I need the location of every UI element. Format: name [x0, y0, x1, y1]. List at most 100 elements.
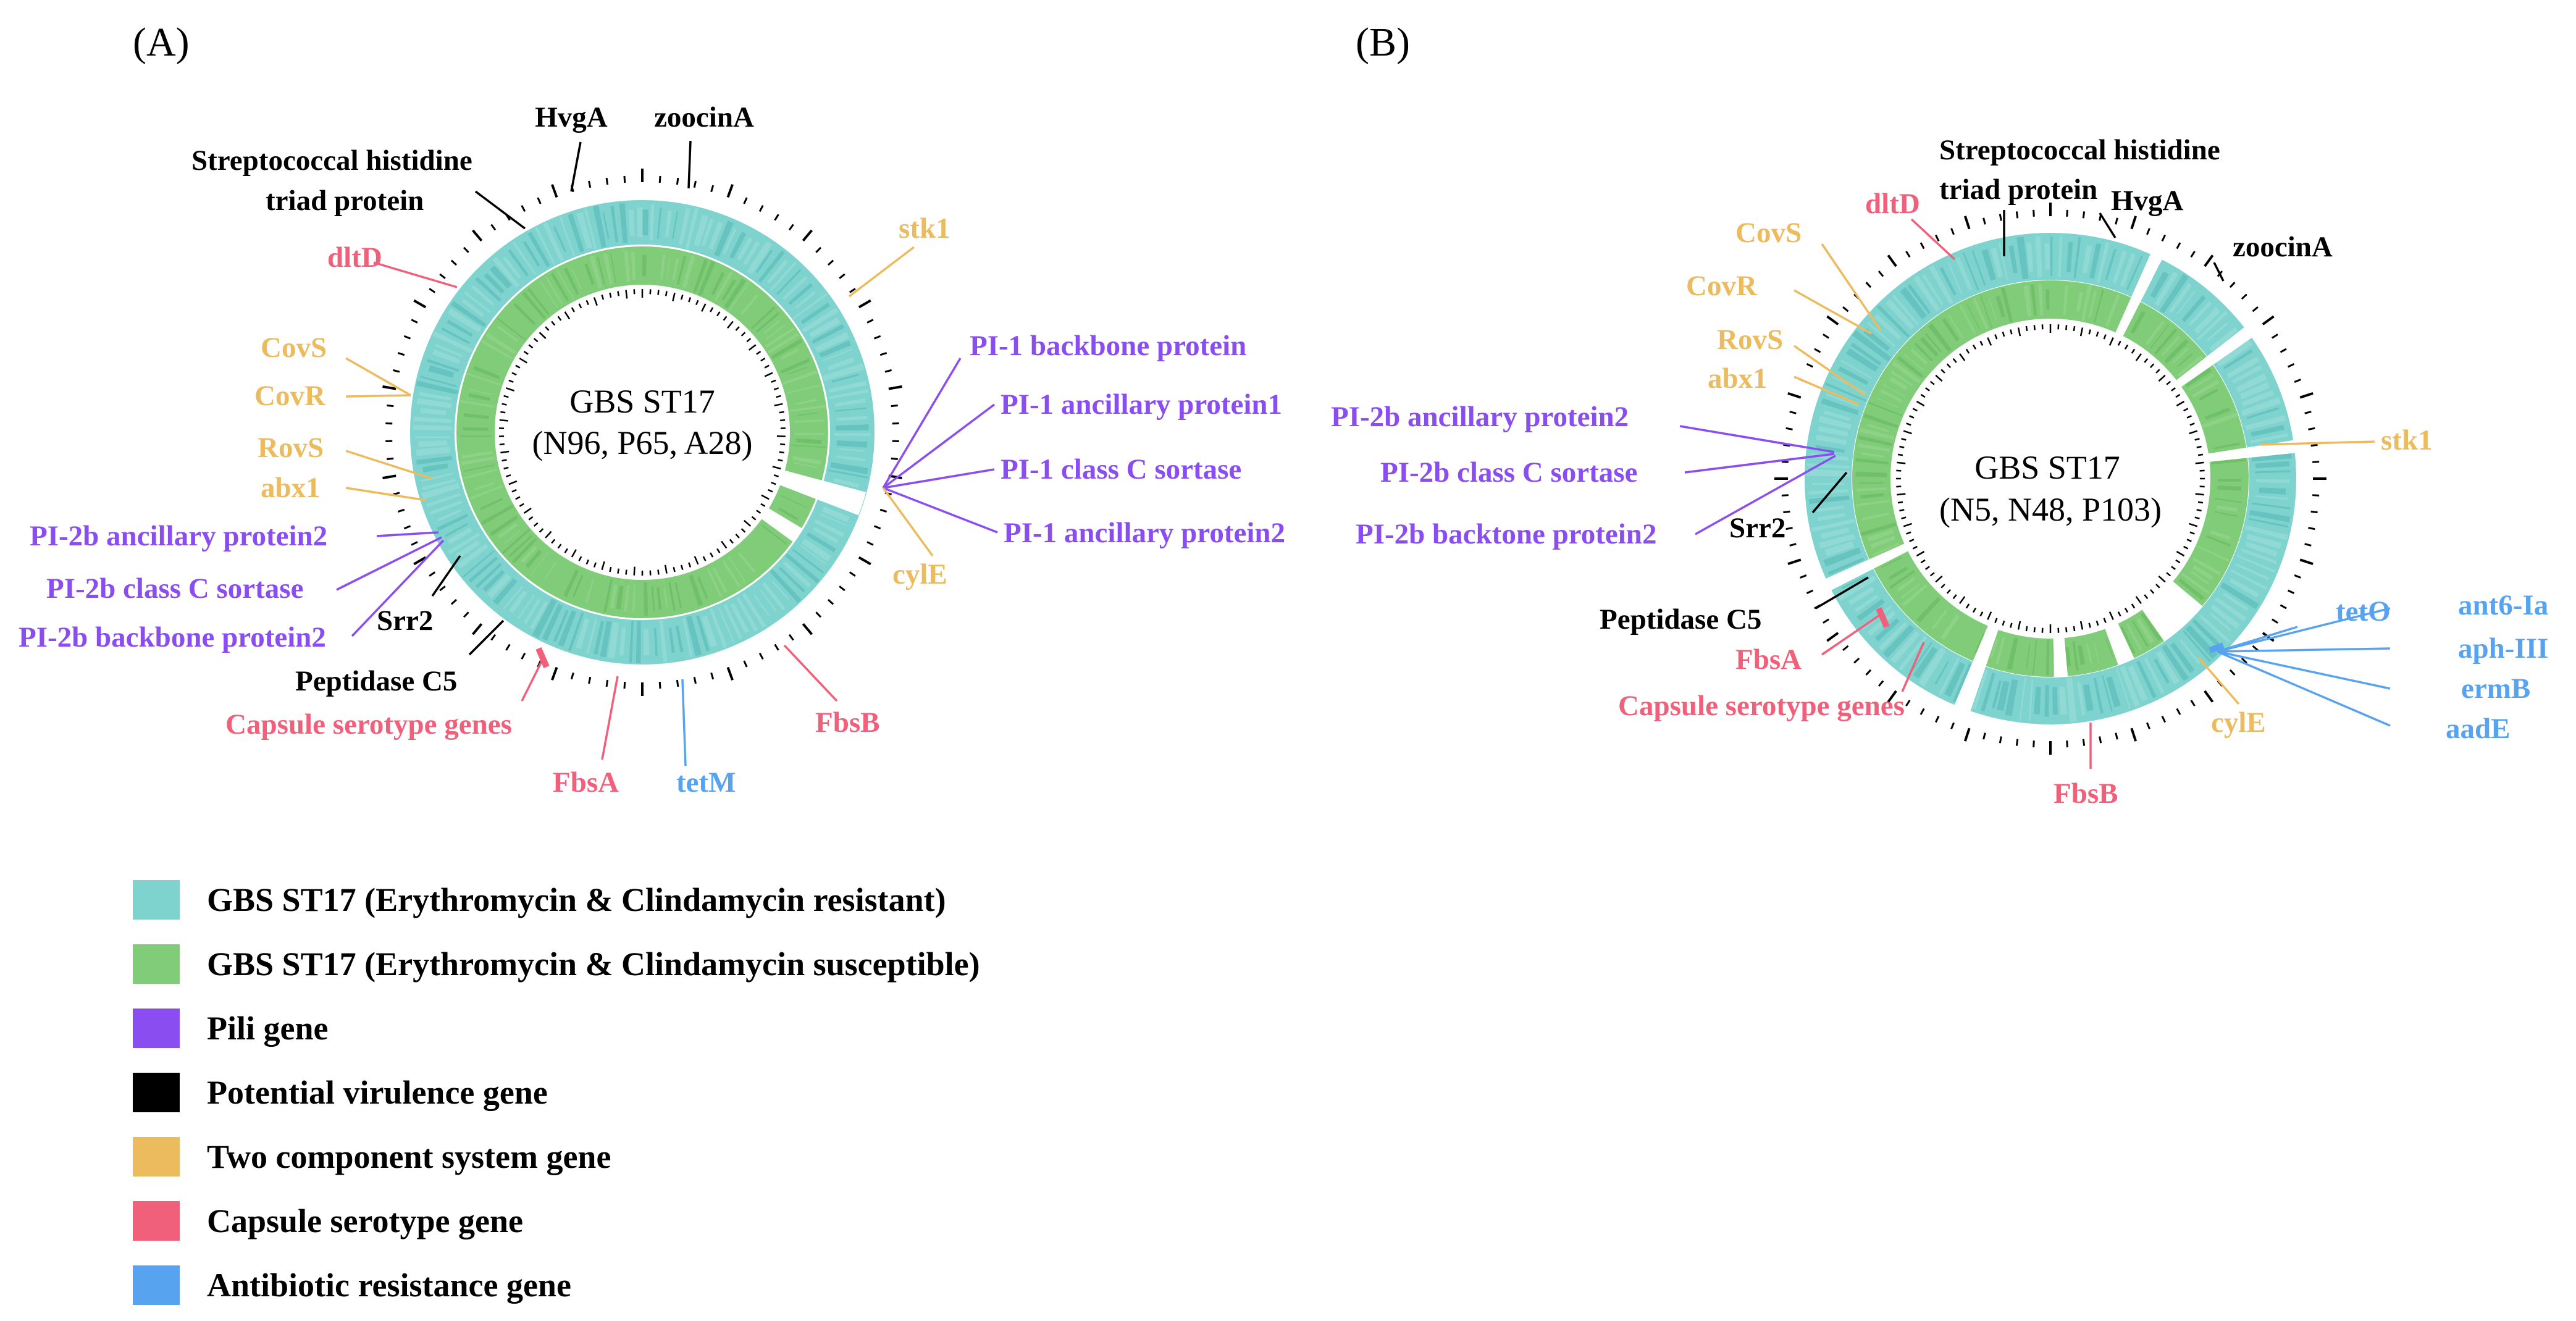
inner-tick — [688, 297, 692, 303]
inner-tick — [710, 307, 714, 312]
inner-tick — [503, 466, 509, 470]
resistant-ring-stripe — [1852, 330, 1892, 362]
susceptible-ring-stripe — [624, 250, 631, 282]
resistant-ring-stripe — [456, 543, 489, 569]
outer-tick — [1781, 494, 1789, 497]
susceptible-ring-stripe — [1859, 427, 1895, 440]
outer-tick — [2304, 543, 2312, 547]
resistant-ring-stripe — [2183, 630, 2211, 662]
leader-b-stk1 — [2260, 440, 2375, 446]
outer-tick — [726, 666, 734, 681]
resistant-ring-stripe — [2176, 290, 2196, 314]
inner-tick — [746, 338, 752, 343]
resistant-ring-stripe — [1840, 359, 1873, 380]
resistant-ring-stripe — [508, 249, 529, 277]
susceptible-ring-stripe — [782, 370, 818, 385]
resistant-ring-stripe — [819, 340, 852, 358]
gene-a-hvga: HvgA — [535, 101, 608, 133]
outer-tick — [758, 652, 764, 660]
resistant-ring-stripe — [2223, 349, 2253, 370]
outer-tick — [429, 288, 436, 293]
ring-gap — [2141, 581, 2203, 642]
ring-gap — [2104, 623, 2135, 666]
outer-tick — [471, 623, 483, 635]
resistant-ring-stripe — [2220, 582, 2259, 610]
susceptible-ring-stripe — [1932, 610, 1948, 629]
susceptible-ring-stripe — [563, 267, 579, 295]
susceptible-ring-stripe — [489, 515, 519, 537]
resistant-ring-stripe — [2259, 487, 2286, 495]
outer-tick — [788, 224, 794, 231]
gene-a-zoocina: zoocinA — [654, 101, 754, 133]
gene-b-srr2: Srr2 — [1729, 512, 1785, 544]
inner-tick — [2158, 374, 2166, 382]
outer-tick — [879, 352, 887, 356]
susceptible-ring-stripe — [2202, 412, 2238, 429]
susceptible-ring-stripe — [780, 358, 810, 374]
outer-tick — [710, 672, 715, 680]
inner-tick — [545, 530, 552, 539]
inner-tick — [1987, 337, 1992, 346]
susceptible-ring-stripe — [2192, 564, 2214, 581]
resistant-ring-stripe — [2245, 541, 2278, 557]
outer-tick — [439, 273, 446, 279]
resistant-ring-stripe — [493, 578, 518, 605]
inner-tick — [2186, 415, 2192, 419]
susceptible-ring-stripe — [1860, 493, 1884, 499]
inner-tick — [523, 508, 532, 514]
inner-tick — [2088, 329, 2091, 335]
outer-tick — [827, 598, 834, 605]
resistant-ring-stripe — [558, 610, 577, 647]
resistant-ring-stripe — [1848, 586, 1875, 605]
susceptible-ring-stripe — [738, 552, 756, 572]
resistant-ring-stripe — [815, 332, 850, 353]
resistant-ring-stripe — [2250, 433, 2288, 443]
resistant-ring-stripe — [2128, 665, 2148, 702]
susceptible-ring-stripe — [480, 498, 503, 510]
inner-tick — [1916, 400, 1925, 407]
inner-tick — [2189, 422, 2195, 426]
resistant-ring-stripe — [1962, 251, 1979, 290]
gene-b-pi2b-sortase: PI-2b class C sortase — [1380, 456, 1637, 489]
susceptible-ring-stripe — [1928, 323, 1952, 352]
inner-tick — [2175, 559, 2181, 564]
susceptible-ring-stripe — [724, 279, 747, 309]
outer-tick — [839, 273, 845, 279]
resistant-ring-stripe — [2222, 592, 2249, 611]
resistant-ring-stripe — [527, 232, 550, 267]
resistant-ring-stripe — [709, 608, 728, 648]
susceptible-ring-stripe — [1947, 314, 1964, 339]
inner-tick — [740, 528, 746, 533]
ring-gap — [2053, 637, 2068, 677]
leader-a-hvga — [570, 141, 582, 192]
susceptible-ring-stripe — [481, 340, 513, 360]
resistant-ring-stripe — [437, 509, 462, 522]
susceptible-ring-stripe — [668, 582, 676, 611]
inner-tick — [779, 451, 784, 454]
inner-tick — [2131, 603, 2136, 609]
resistant-ring-stripe — [2214, 597, 2247, 622]
susceptible-ring-stripe — [2164, 338, 2189, 364]
outer-tick — [2115, 732, 2118, 740]
resistant-ring-stripe — [708, 221, 723, 250]
resistant-ring-stripe — [416, 447, 451, 456]
resistant-ring-stripe — [428, 365, 455, 378]
susceptible-ring-stripe — [2120, 626, 2136, 655]
susceptible-ring-stripe — [624, 585, 630, 612]
legend-swatch — [133, 1137, 180, 1176]
gene-a-tetm: tetM — [676, 766, 736, 799]
susceptible-ring-stripe — [1903, 354, 1924, 371]
susceptible-ring-stripe — [751, 306, 776, 329]
resistant-ring-stripe — [806, 532, 836, 553]
leader-a-cyle — [882, 487, 934, 557]
resistant-ring-stripe — [2179, 639, 2201, 665]
outer-tick — [450, 598, 458, 605]
inner-tick — [680, 295, 684, 300]
inner-tick — [2194, 516, 2200, 519]
outer-tick — [827, 259, 834, 266]
outer-tick — [1826, 632, 1839, 642]
resistant-ring-stripe — [2241, 390, 2274, 407]
legend-item: Potential virulence gene — [133, 1060, 980, 1125]
inner-tick — [2150, 589, 2155, 594]
susceptible-ring-stripe — [522, 291, 546, 319]
